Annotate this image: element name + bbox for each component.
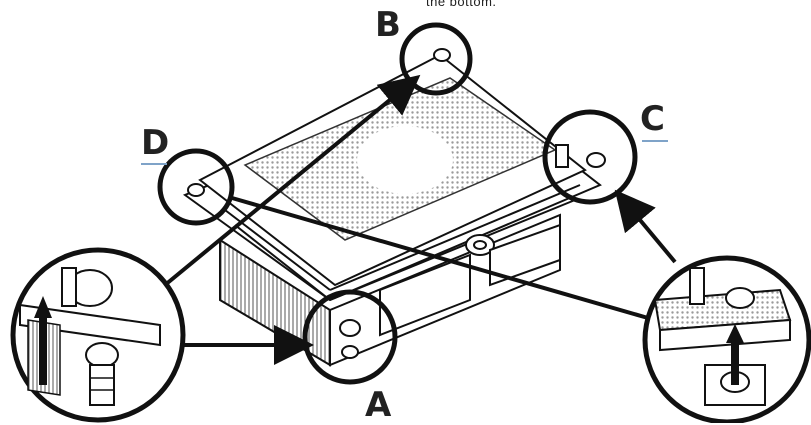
corner-label-d: D [141, 123, 170, 163]
corner-label-b: B [375, 5, 401, 45]
center-hub [357, 126, 453, 194]
corner-label-c: C [640, 99, 665, 139]
arrow-right-to-c [614, 189, 677, 264]
detail-circle-right [642, 255, 811, 423]
corner-circle-d [157, 148, 235, 226]
label-c-underline [642, 140, 668, 142]
corner-circle-b [399, 22, 473, 96]
up-arrow-icon [34, 296, 52, 385]
up-arrow-icon [726, 324, 744, 385]
detail-circle-left [10, 247, 186, 423]
instruction-caption: the bottom. [426, 0, 497, 9]
arrow-left-to-b [163, 74, 421, 287]
connector-arrows [163, 74, 677, 365]
label-d-underline [141, 163, 167, 165]
line-d-to-right [231, 196, 649, 320]
heatsink-body [182, 53, 602, 367]
corner-circle-c [542, 109, 638, 205]
corner-label-a: A [365, 385, 392, 425]
